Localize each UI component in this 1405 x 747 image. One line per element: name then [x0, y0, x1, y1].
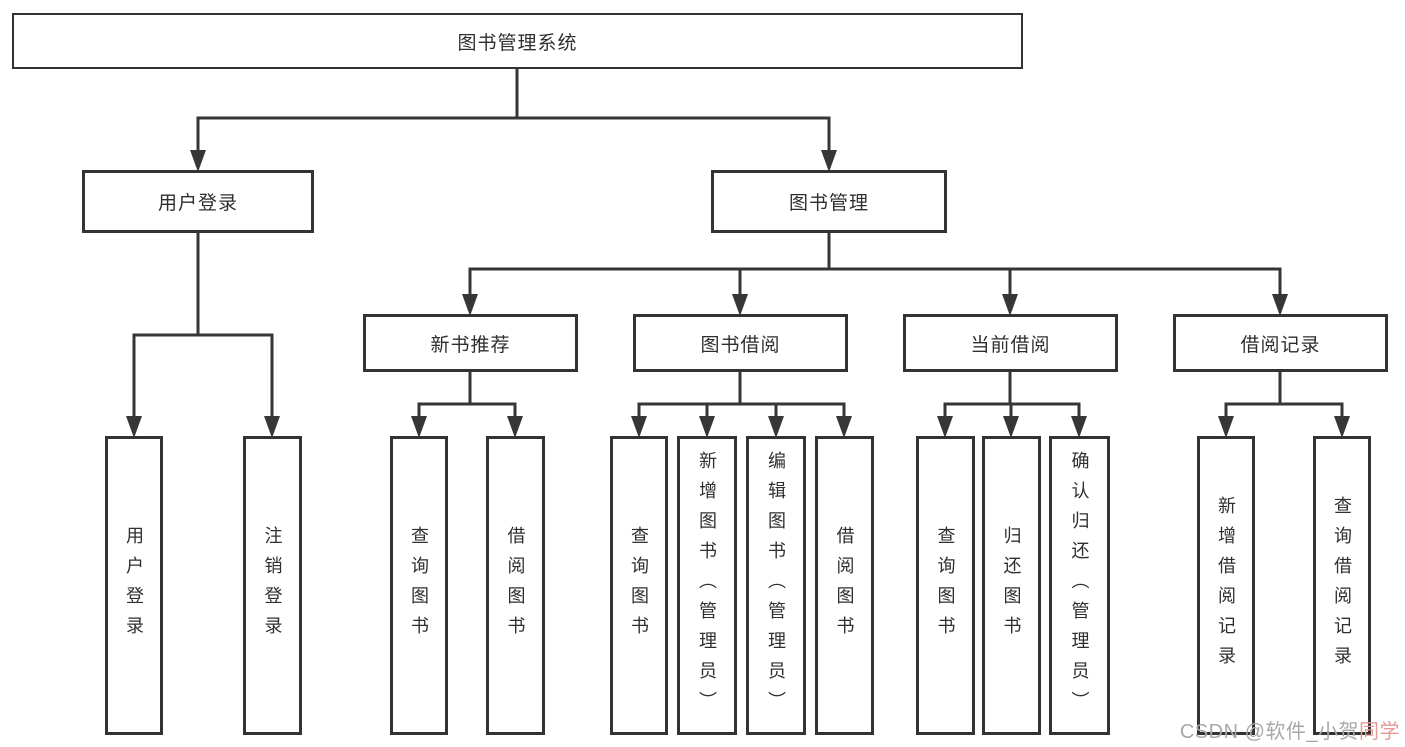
- connector-current-borrowing-children: [937, 371, 1087, 438]
- leaf-query-books-current: 查询图书: [916, 436, 975, 735]
- leaf-edit-book-admin: 编辑图书（管理员）: [746, 436, 806, 735]
- node-new-book-recommend: 新书推荐: [363, 314, 578, 372]
- leaf-add-borrow-record: 新增借阅记录: [1197, 436, 1255, 735]
- node-label: 归还图书: [1001, 525, 1022, 646]
- node-label: 借阅记录: [1240, 334, 1321, 356]
- node-label: 新增借阅记录: [1216, 495, 1236, 676]
- node-label: 当前借阅: [970, 334, 1051, 356]
- arrowhead-icon: [1002, 294, 1018, 316]
- node-borrowing-records: 借阅记录: [1173, 314, 1388, 372]
- watermark-text: 同学: [1359, 721, 1400, 743]
- node-label: 新增图书（管理员）: [697, 450, 717, 721]
- leaf-query-books-borrowing: 查询图书: [610, 436, 668, 735]
- leaf-return-book: 归还图书: [982, 436, 1041, 735]
- csdn-watermark: CSDN @软件_小贺同学: [1180, 715, 1400, 744]
- arrowhead-icon: [1218, 416, 1234, 438]
- node-label: 查询图书: [935, 525, 956, 646]
- node-library-management-system: 图书管理系统: [12, 13, 1023, 69]
- arrowhead-icon: [462, 294, 478, 316]
- watermark-text: CSDN @软件_小贺: [1179, 721, 1359, 743]
- node-book-management: 图书管理: [711, 170, 947, 233]
- arrowhead-icon: [937, 416, 953, 438]
- arrowhead-icon: [821, 150, 837, 172]
- node-label: 查询图书: [409, 525, 429, 646]
- arrowhead-icon: [768, 416, 784, 438]
- arrowhead-icon: [126, 416, 142, 438]
- node-label: 确认归还（管理员）: [1069, 450, 1090, 721]
- arrowhead-icon: [264, 416, 280, 438]
- leaf-add-book-admin: 新增图书（管理员）: [677, 436, 737, 735]
- node-label: 图书管理: [788, 193, 869, 214]
- node-label: 编辑图书（管理员）: [766, 450, 786, 721]
- node-label: 新书推荐: [430, 334, 511, 356]
- node-label: 用户登录: [157, 193, 238, 214]
- node-label: 借阅图书: [834, 525, 855, 646]
- node-user-login: 用户登录: [82, 170, 314, 233]
- connector-new-book-recommend-children: [411, 371, 523, 438]
- node-label: 用户登录: [124, 525, 144, 646]
- arrowhead-icon: [190, 150, 206, 172]
- arrowhead-icon: [836, 416, 852, 438]
- leaf-confirm-return-admin: 确认归还（管理员）: [1049, 436, 1110, 735]
- node-current-borrowing: 当前借阅: [903, 314, 1118, 372]
- arrowhead-icon: [631, 416, 647, 438]
- leaf-query-borrow-record: 查询借阅记录: [1313, 436, 1371, 735]
- connector-borrowing-records-children: [1218, 371, 1350, 438]
- leaf-borrow-books-recommend: 借阅图书: [486, 436, 545, 735]
- arrowhead-icon: [1272, 294, 1288, 316]
- connector-user-login-children: [126, 233, 280, 438]
- leaf-query-books-recommend: 查询图书: [390, 436, 448, 735]
- leaf-user-login: 用户登录: [105, 436, 163, 735]
- arrowhead-icon: [1071, 416, 1087, 438]
- node-label: 借阅图书: [505, 525, 526, 646]
- connector-root-to-level1: [190, 69, 837, 172]
- node-label: 查询借阅记录: [1332, 495, 1352, 676]
- node-label: 查询图书: [629, 525, 649, 646]
- node-label: 注销登录: [262, 525, 283, 646]
- node-label: 图书管理系统: [457, 32, 578, 54]
- connector-book-borrowing-children: [631, 371, 852, 438]
- arrowhead-icon: [732, 294, 748, 316]
- node-label: 图书借阅: [700, 334, 781, 356]
- leaf-logout: 注销登录: [243, 436, 302, 735]
- arrowhead-icon: [507, 416, 523, 438]
- arrowhead-icon: [1334, 416, 1350, 438]
- leaf-borrow-books: 借阅图书: [815, 436, 874, 735]
- connector-book-management-children: [462, 233, 1288, 316]
- arrowhead-icon: [1003, 416, 1019, 438]
- arrowhead-icon: [411, 416, 427, 438]
- arrowhead-icon: [699, 416, 715, 438]
- node-book-borrowing: 图书借阅: [633, 314, 848, 372]
